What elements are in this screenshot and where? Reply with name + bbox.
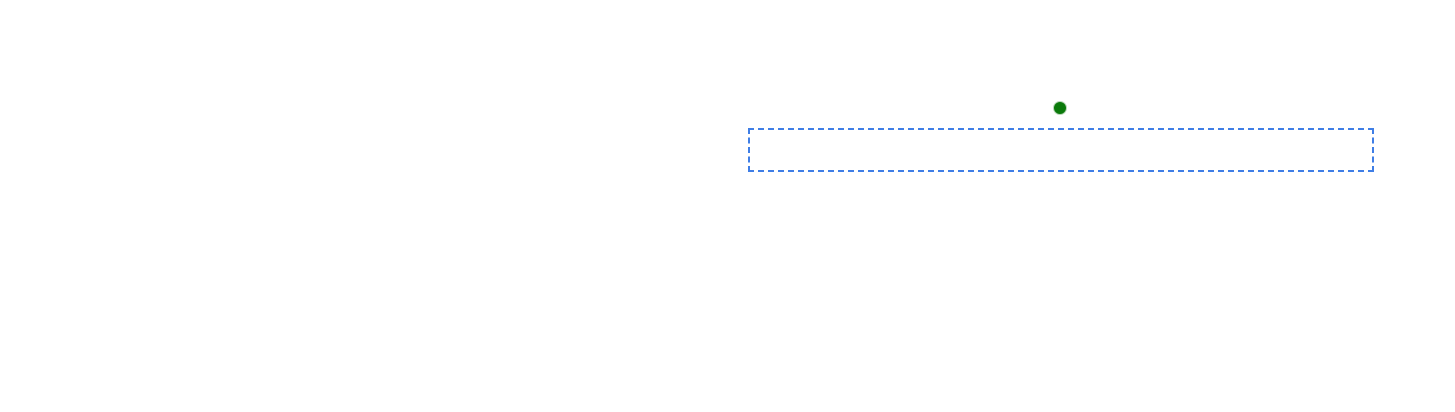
- selected-text-content[interactable]: [750, 130, 1372, 170]
- selected-text-box[interactable]: [748, 128, 1374, 172]
- rotate-handle-icon[interactable]: [1053, 101, 1067, 115]
